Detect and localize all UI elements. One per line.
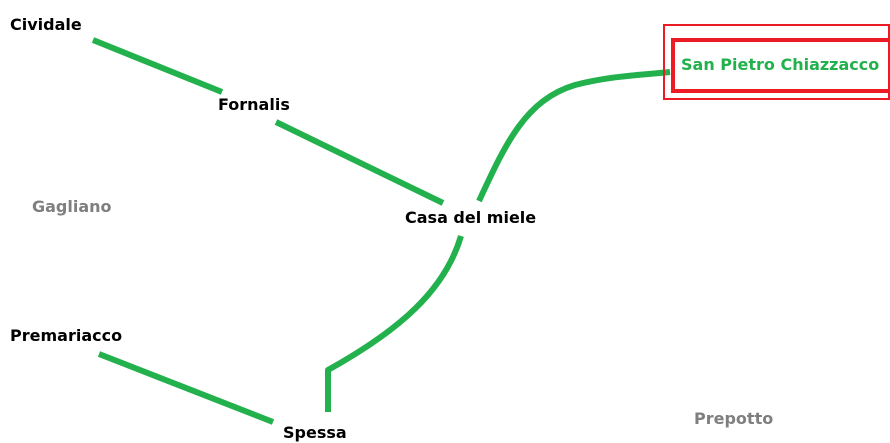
route-premariacco-spessa [97,351,275,425]
place-label-spessa: Spessa [283,423,347,442]
place-label-san-pietro-chiazzacco: San Pietro Chiazzacco [681,55,880,74]
highlight-box-inner [671,38,890,93]
route-fornalis-casa-del-miele [274,119,445,206]
area-label-prepotto: Prepotto [694,409,774,428]
place-label-cividale: Cividale [10,15,82,34]
route-casa-del-miele-san-pietro [476,69,671,203]
route-casa-del-miele-spessa [325,235,464,412]
area-label-gagliano: Gagliano [32,197,112,216]
place-label-premariacco: Premariacco [10,326,123,345]
place-label-fornalis: Fornalis [218,95,290,114]
highlight-box-outer [663,24,890,100]
place-label-casa-del-miele: Casa del miele [405,208,537,227]
route-cividale-fornalis [91,37,224,95]
route-lines [91,37,671,425]
